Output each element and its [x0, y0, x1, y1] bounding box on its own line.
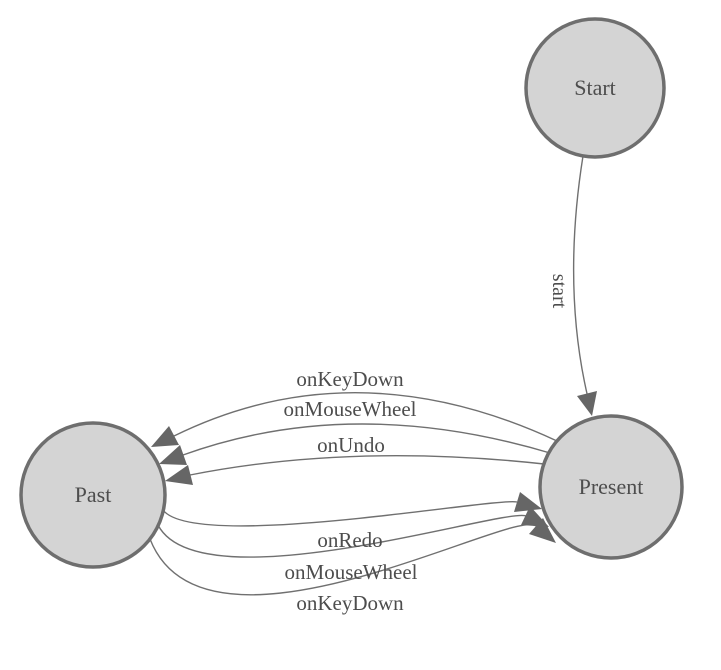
- edge-line-onredo-to-present: [162, 500, 518, 527]
- arrowheads: [151, 391, 597, 543]
- edge-line-onkeydown-to-past: [173, 392, 558, 442]
- state-label-start: Start: [574, 75, 616, 100]
- arrowhead-onkeydown-into-present: [529, 518, 556, 543]
- edge-line-onundo-to-past: [189, 455, 545, 476]
- arrowhead-onkeydown-into-past: [151, 426, 179, 447]
- edge-line-start: [572, 155, 589, 399]
- edge-label-start: start: [548, 274, 570, 309]
- arrowhead-start-into-present: [577, 391, 597, 416]
- state-label-present: Present: [579, 474, 644, 499]
- edge-label-onundo: onUndo: [317, 433, 385, 457]
- edge-label-onmousewheel-bottom: onMouseWheel: [285, 560, 418, 584]
- state-node-start[interactable]: [524, 17, 666, 159]
- edge-label-onkeydown-top: onKeyDown: [296, 367, 404, 391]
- edge-line-onmousewheel-to-present: [157, 514, 527, 558]
- state-node-past[interactable]: [19, 421, 167, 569]
- edges-present-to-past: [173, 392, 558, 476]
- state-node-present[interactable]: [538, 414, 684, 560]
- edge-label-onmousewheel-top: onMouseWheel: [284, 397, 417, 421]
- edges-past-to-present: [149, 500, 537, 596]
- edge-label-onkeydown-bottom: onKeyDown: [296, 591, 404, 615]
- edge-label-onredo: onRedo: [317, 528, 382, 552]
- arrowhead-onundo-into-past: [165, 465, 193, 485]
- arrowhead-onmousewheel-into-past: [159, 445, 187, 465]
- state-label-past: Past: [75, 482, 112, 507]
- edge-line-onkeydown-to-present: [149, 523, 537, 596]
- edge-line-onmousewheel-to-past: [182, 423, 551, 456]
- arrowhead-onredo-into-present: [514, 492, 542, 512]
- edge-start-to-present: [572, 155, 589, 399]
